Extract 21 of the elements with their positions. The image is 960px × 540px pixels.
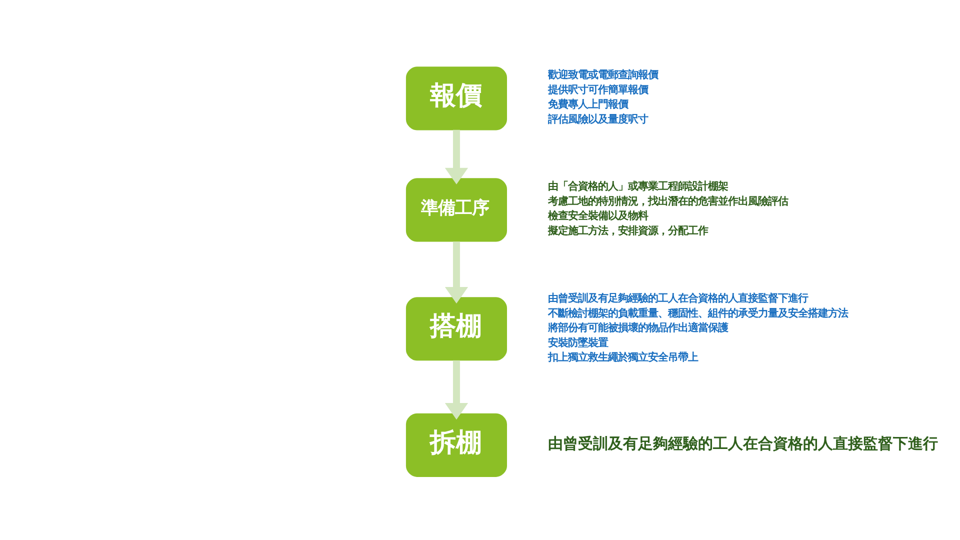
node-label: 歡迎致電或電郵查詢報價: [548, 68, 658, 81]
node-box: 準備工序: [406, 178, 507, 242]
arrow: [444, 241, 468, 303]
node-label: 不斷檢討棚架的負載重量、穩固性、組件的承受力量及安全搭建方法: [548, 306, 848, 319]
arrow: [444, 129, 468, 184]
node-label: 由曾受訓及有足夠經驗的工人在合資格的人直接監督下進行: [548, 434, 938, 452]
node-label: 將部份有可能被損壞的物品作出適當保護: [548, 322, 728, 334]
node-label: 由曾受訓及有足夠經驗的工人在合資格的人直接監督下進行: [548, 292, 808, 304]
node-box: 搭棚: [406, 296, 507, 360]
node-label: 考慮工地的特別情況，找出潛在的危害並作出風險評估: [548, 194, 788, 207]
arrow: [444, 360, 468, 420]
node-label: 由「合資格的人」或專業工程師設計棚架: [548, 180, 728, 192]
node-label: 擬定施工方法，安排資源，分配工作: [548, 224, 708, 236]
node-box: 拆棚: [406, 412, 507, 476]
node-label: 評估風險以及量度呎寸: [548, 113, 648, 125]
node-label: 檢查安全裝備以及物料: [548, 210, 648, 222]
node-box: 報價: [406, 66, 507, 130]
node-label: 安裝防墜裝置: [548, 336, 608, 348]
node-label: 扣上獨立救生繩於獨立安全吊帶上: [548, 351, 698, 364]
node-label: 提供呎寸可作簡單報價: [548, 83, 648, 96]
node-label: 免費專人上門報價: [548, 98, 628, 110]
